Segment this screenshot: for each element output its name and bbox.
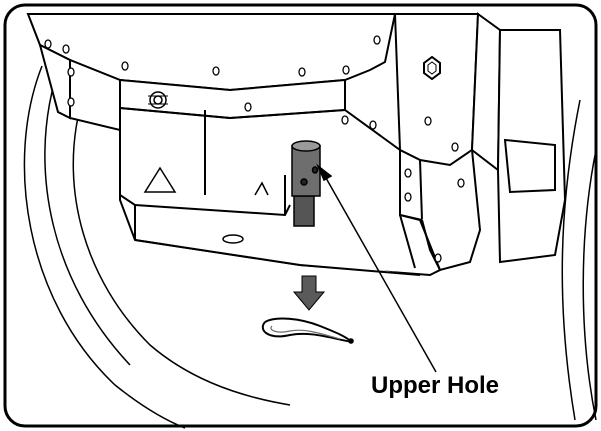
right-tire-icon — [561, 99, 597, 421]
hairpin-clip-icon — [261, 317, 354, 344]
left-tire-icon — [23, 65, 291, 429]
bolt-icon — [148, 91, 168, 109]
hitch-pin-icon — [291, 140, 321, 227]
hitch-plate-icon — [119, 80, 442, 277]
right-bracket-icon — [393, 12, 567, 272]
mower-deck-housing-icon — [26, 13, 397, 132]
upper-hole-callout: Upper Hole — [371, 372, 500, 399]
down-arrow-icon — [292, 275, 326, 311]
leader-line-icon — [316, 163, 437, 373]
frame-border-icon — [3, 3, 598, 428]
rivet-holes-icon — [44, 35, 465, 263]
